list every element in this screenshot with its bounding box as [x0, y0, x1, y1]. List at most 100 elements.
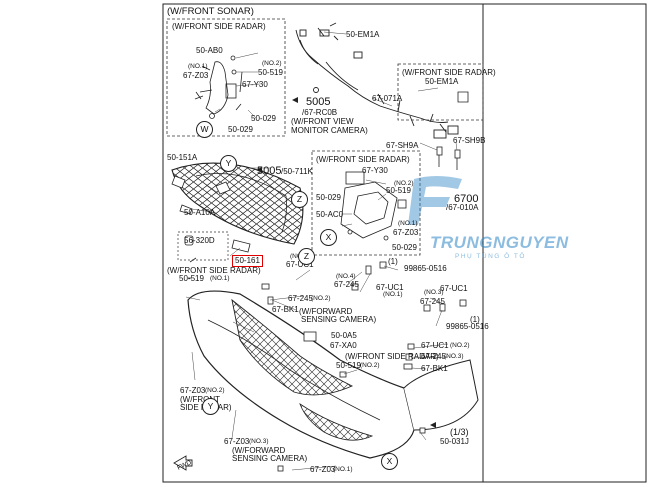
part-note: (W/FORWARD	[232, 446, 286, 455]
part-label: 67-245	[420, 297, 445, 306]
callout-circle-y: Y	[202, 398, 219, 415]
part-note: (NO.4)	[336, 273, 356, 280]
part-label: 67-245	[288, 294, 313, 303]
part-note: (NO.3)	[444, 353, 464, 360]
part-label: 67-Z03	[224, 437, 250, 446]
part-label: 67-Y30	[242, 80, 268, 89]
part-note: SENSING CAMERA)	[301, 315, 377, 324]
part-note: (NO.1)	[383, 291, 403, 298]
part-note: (NO.2)	[262, 60, 282, 67]
part-label: /67-010A	[446, 203, 479, 212]
part-label: 50-519	[258, 68, 283, 77]
callout-right-title: (W/FRONT SIDE RADAR)	[402, 68, 496, 77]
reference-arrow-icon	[256, 167, 262, 173]
part-label: 50-029	[251, 114, 276, 123]
part-label: 67-Z03	[180, 386, 206, 395]
part-note: (NO.2)	[360, 362, 380, 369]
part-label: 5005	[257, 165, 282, 177]
part-label: 50-519	[386, 186, 411, 195]
part-label: 50-519	[336, 361, 361, 370]
part-note: (W/FORWARD	[299, 307, 353, 316]
part-note: (W/FRONT VIEW	[291, 117, 354, 126]
callout-circle-z: Z	[291, 191, 308, 208]
part-label: /50-711K	[281, 167, 313, 176]
part-label: 6700	[454, 193, 479, 205]
part-note: (NO.1)	[188, 63, 208, 70]
part-label: 67-UC1	[286, 260, 314, 269]
part-label: 67-SH9B	[453, 136, 486, 145]
diagram-title: (W/FRONT SONAR)	[167, 6, 254, 17]
highlighted-part-label: 50-161	[232, 255, 263, 267]
part-label: 67-245	[334, 280, 359, 289]
part-note: (NO.2)	[311, 295, 331, 302]
part-note: (NO.2)	[205, 387, 225, 394]
part-label: 50-EM1A	[346, 30, 380, 39]
part-note: (1)	[470, 315, 480, 324]
part-note: (NO.3)	[249, 438, 269, 445]
part-label: 99865-0516	[404, 264, 447, 273]
callout-mid-title: (W/FRONT SIDE RADAR)	[316, 155, 410, 164]
part-label: 67-UC1	[421, 341, 449, 350]
sensor-connectors	[436, 146, 461, 170]
part-note: (NO.1)	[333, 466, 353, 473]
part-note: SENSING CAMERA)	[232, 454, 308, 463]
part-label: 67-Z03	[310, 465, 336, 474]
part-note: (NO.2)	[394, 180, 414, 187]
part-note: (1)	[388, 257, 398, 266]
part-label: 50-EM1A	[425, 77, 459, 86]
part-label: 50-0A5	[331, 331, 357, 340]
part-note: (NO.1)	[398, 220, 418, 227]
callout-right-top-box	[397, 63, 484, 121]
part-label: 99865-0516	[446, 322, 489, 331]
callout-circle-y: Y	[220, 155, 237, 172]
part-note: (NO.2)	[450, 342, 470, 349]
part-label: 50-AB0	[196, 46, 223, 55]
bumper-hardware	[261, 261, 467, 472]
part-label: 67-Z03	[393, 228, 419, 237]
part-note: (W/FRONT SIDE RADAR)	[167, 266, 261, 275]
part-label: 67-245	[421, 352, 446, 361]
part-label: 50-AC0	[316, 210, 344, 219]
watermark-logo-icon	[408, 176, 462, 225]
part-label: 50-519	[179, 274, 204, 283]
grille-trim-parts	[171, 175, 251, 279]
part-note: (W/FRONT SIDE RADAR)	[345, 352, 439, 361]
part-label: 50-029	[228, 125, 253, 134]
part-label: 67-BK1	[421, 364, 448, 373]
callout-circle-x: X	[381, 453, 398, 470]
part-label: 5005	[306, 96, 331, 108]
part-label: 67-BK1	[272, 305, 299, 314]
watermark-brand: TRUNGNGUYEN	[430, 233, 569, 252]
part-label: 67-071A	[372, 94, 403, 103]
watermark-tagline: PHỤ TÙNG Ô TÔ	[455, 253, 526, 260]
fwd-arrow-icon	[173, 455, 193, 471]
part-label: 50-031J	[440, 437, 469, 446]
part-label: 67-Z03	[183, 71, 209, 80]
callout-mid-box	[311, 150, 421, 256]
front-bumper	[187, 290, 479, 459]
part-note: MONITOR CAMERA)	[291, 126, 368, 135]
part-note: (NO.1)	[210, 275, 230, 282]
part-label: 67-UC1	[440, 284, 468, 293]
part-label: 50-151A	[167, 153, 198, 162]
part-note: (NO.3)	[424, 289, 444, 296]
left-radar-bracket	[194, 55, 243, 119]
part-label: 67-XA0	[330, 341, 357, 350]
callout-left-title: (W/FRONT SIDE RADAR)	[172, 22, 266, 31]
callout-left-box	[166, 18, 286, 137]
wire-harness	[295, 22, 459, 139]
callout-circle-w: W	[196, 121, 213, 138]
part-label: 50-029	[316, 193, 341, 202]
part-note: (1/3)	[450, 427, 469, 437]
part-label: 67-SH9A	[386, 141, 419, 150]
callout-circle-z: Z	[298, 248, 315, 265]
part-label: 50-029	[392, 243, 417, 252]
part-label: 50-A10A	[184, 208, 216, 217]
part-label: 67-UC1	[376, 283, 404, 292]
part-label: 67-Y30	[362, 166, 388, 175]
part-label: 56-320D	[184, 236, 215, 245]
callout-circle-x: X	[320, 229, 337, 246]
part-note: (W/FRONT	[180, 395, 220, 404]
